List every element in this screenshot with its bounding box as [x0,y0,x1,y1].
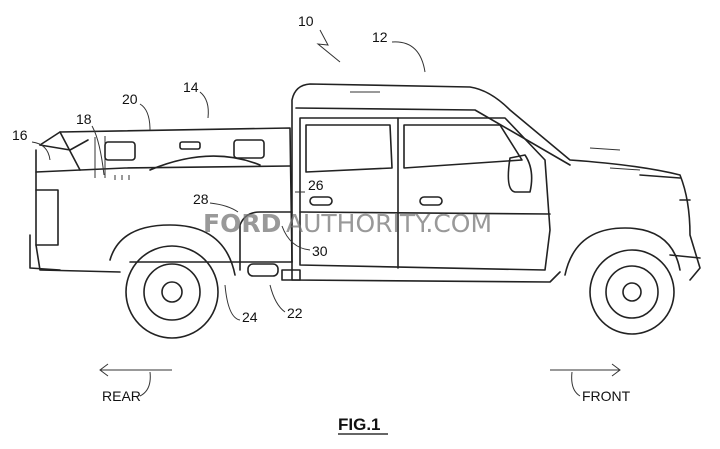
figure-title: FIG.1 [338,415,381,434]
ref-24: 24 [242,309,258,325]
watermark: FORD AUTHORITY.COM [203,209,492,238]
ref-10: 10 [298,13,314,29]
ref-14: 14 [183,79,199,95]
watermark-suffix: AUTHORITY.COM [286,209,492,238]
ref-30: 30 [312,243,328,259]
rear-label: REAR [102,388,141,404]
ref-12: 12 [372,29,388,45]
truck-body [29,83,701,339]
ref-22: 22 [287,305,303,321]
leader-lines [31,29,621,397]
ref-28: 28 [193,191,209,207]
reference-labels: 10 12 14 16 18 20 22 24 26 28 30 REAR FR… [12,13,631,435]
ref-16: 16 [12,127,28,143]
ref-26: 26 [308,177,324,193]
ref-20: 20 [122,91,138,107]
front-label: FRONT [582,388,631,404]
ref-18: 18 [76,111,92,127]
watermark-brand: FORD [203,209,281,238]
